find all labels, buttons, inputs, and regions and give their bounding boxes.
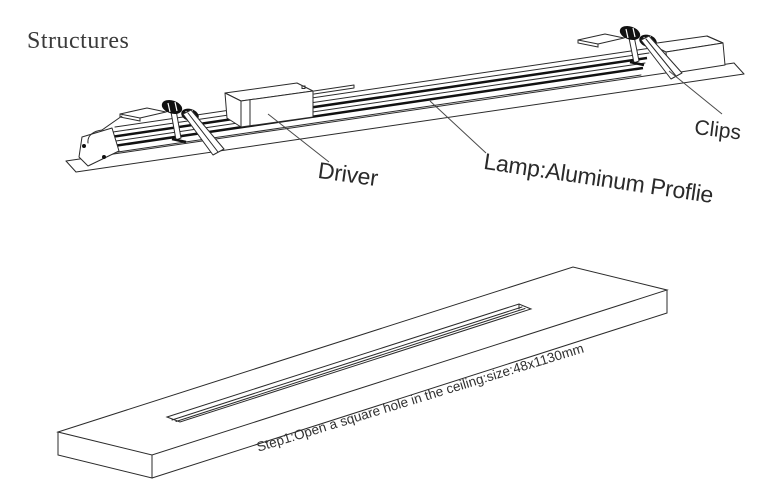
- page-title: Structures: [27, 28, 130, 54]
- lamp-leader-line: [429, 100, 487, 154]
- lamp-end-cap-left: [78, 115, 123, 167]
- spring-coil: [161, 100, 183, 114]
- cutout-hole: [165, 303, 533, 423]
- ceiling-panel-drawing: [56, 266, 669, 479]
- clip-left: [119, 100, 225, 156]
- ceiling-panel-slab: [56, 266, 669, 479]
- driver-leader-line: [267, 113, 330, 163]
- clips-leader-line: [668, 70, 723, 115]
- driver-box: [224, 82, 355, 128]
- spring-coil: [619, 26, 641, 40]
- driver-wire: [313, 84, 355, 95]
- lamp-assembly-drawing: [65, 26, 745, 173]
- lamp-end-box-right: [649, 35, 726, 75]
- clip-right: [577, 26, 683, 80]
